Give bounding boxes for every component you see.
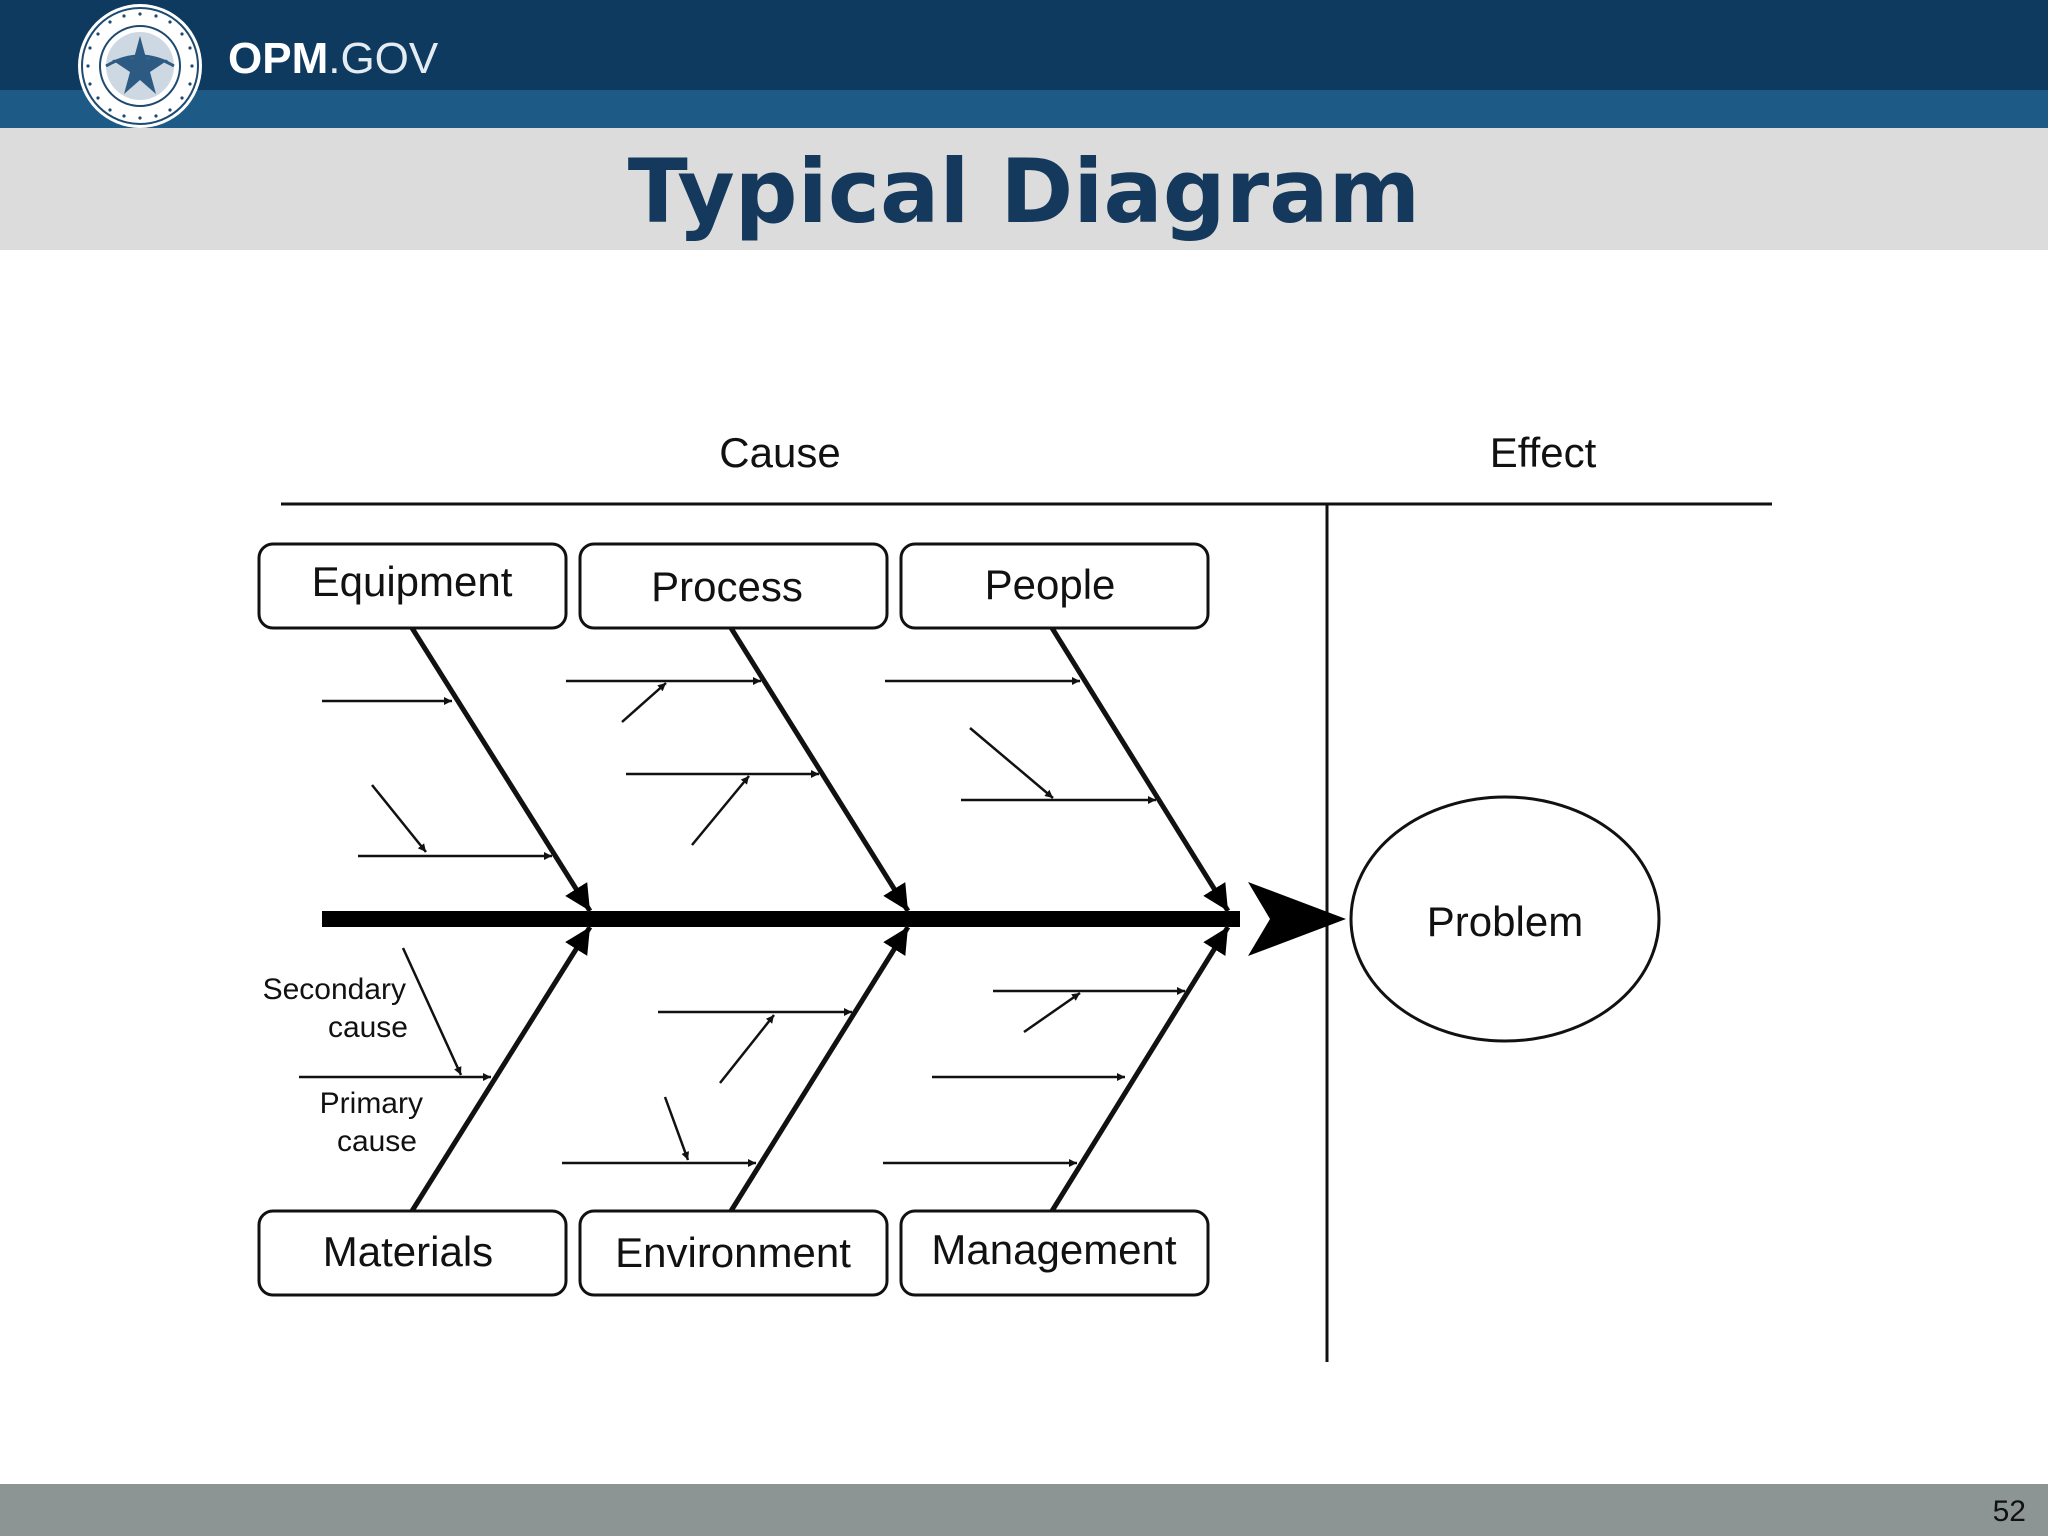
brand-bold: OPM xyxy=(228,34,329,83)
secondary-cause-arrow xyxy=(371,784,427,853)
page-number: 52 xyxy=(1992,1495,2026,1528)
secondary-cause-arrow xyxy=(719,1014,775,1084)
category-label-people: People xyxy=(985,561,1116,608)
cause-label: Cause xyxy=(719,429,840,476)
title-band xyxy=(0,128,2048,250)
header-bar-light xyxy=(0,90,2048,128)
category-label-process: Process xyxy=(651,563,803,610)
header-bar-dark xyxy=(0,0,2048,90)
secondary-cause-arrow xyxy=(1023,991,1081,1034)
spine-arrowhead xyxy=(1248,882,1346,956)
secondary-cause-arrow xyxy=(969,727,1054,799)
problem-label: Problem xyxy=(1427,898,1583,945)
primary-cause-label-line2: cause xyxy=(337,1125,417,1158)
category-label-environment: Environment xyxy=(615,1229,851,1276)
secondary-cause-arrow xyxy=(663,1096,690,1161)
header-bar: OPM.GOV xyxy=(0,0,2048,128)
problem-ellipse xyxy=(1349,795,1661,1043)
bone-equipment xyxy=(409,626,593,913)
bone-materials xyxy=(409,925,593,1213)
secondary-cause-arrow xyxy=(691,775,750,846)
secondary-cause-arrow xyxy=(621,682,667,723)
secondary-cause-label-line2: cause xyxy=(328,1011,408,1044)
brand-wordmark: OPM.GOV xyxy=(228,34,438,84)
brand-light: .GOV xyxy=(328,34,439,83)
effect-label: Effect xyxy=(1490,429,1597,476)
secondary-cause-label-line1: Secondary xyxy=(263,973,406,1006)
secondary-cause-arrow xyxy=(401,947,463,1076)
bone-management xyxy=(1049,925,1231,1213)
bone-people xyxy=(1049,626,1231,913)
category-label-materials: Materials xyxy=(323,1228,493,1275)
category-label-equipment: Equipment xyxy=(312,558,513,605)
primary-cause-label-line1: Primary xyxy=(320,1087,423,1120)
category-label-management: Management xyxy=(931,1226,1176,1273)
footer-bar xyxy=(0,1484,2048,1536)
page-title: Typical Diagram xyxy=(627,140,1421,243)
bone-environment xyxy=(728,925,911,1213)
bone-process xyxy=(728,626,911,913)
opm-seal-logo xyxy=(78,4,202,128)
